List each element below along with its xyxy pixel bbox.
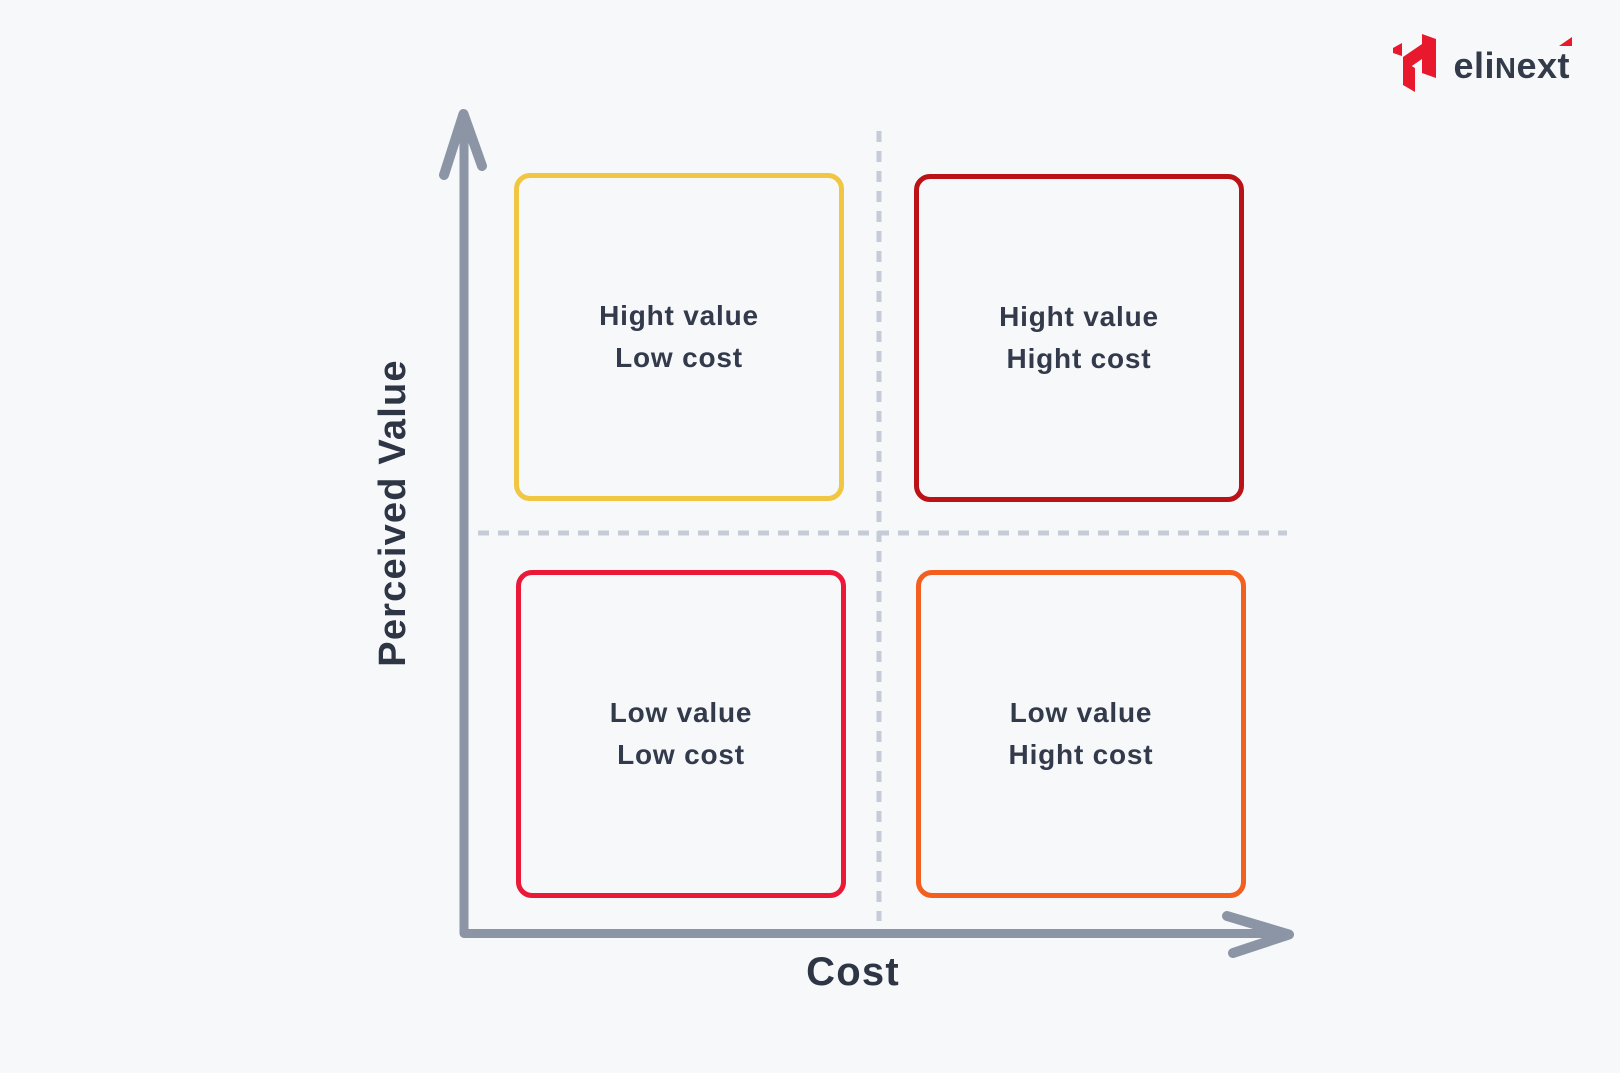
quadrant-label-line2: Hight cost xyxy=(1006,343,1152,374)
wordmark-arrow-accent-icon xyxy=(1559,37,1572,46)
quadrant-high-value-high-cost: Hight value Hight cost xyxy=(914,174,1244,502)
quadrant-label-line1: Low value xyxy=(1009,697,1153,728)
y-axis-arrow-icon xyxy=(439,109,487,180)
wordmark-part: ext xyxy=(1516,45,1570,86)
wordmark-part: eli xyxy=(1453,45,1496,86)
elinext-n-icon xyxy=(1393,34,1437,92)
x-axis-label: Cost xyxy=(806,950,900,994)
elinext-logo: eliNext xyxy=(1393,33,1572,93)
quadrant-label-line1: Low value xyxy=(609,697,753,728)
quadrant-label-line1: Hight value xyxy=(999,301,1159,332)
quadrant-label-line2: Hight cost xyxy=(1008,739,1154,770)
quadrant-label-line1: Hight value xyxy=(599,300,759,331)
quadrant-label-line2: Low cost xyxy=(617,739,745,770)
elinext-wordmark: eliNext xyxy=(1453,37,1572,86)
wordmark-part: N xyxy=(1495,53,1517,85)
y-axis-label: Perceived Value xyxy=(372,359,414,667)
quadrant-high-value-low-cost: Hight value Low cost xyxy=(514,173,844,501)
quadrant-low-value-low-cost: Low value Low cost xyxy=(516,570,846,898)
quadrant-label-line2: Low cost xyxy=(615,342,743,373)
x-axis-arrow-icon xyxy=(1222,911,1294,958)
quadrant-low-value-high-cost: Low value Hight cost xyxy=(916,570,1246,898)
